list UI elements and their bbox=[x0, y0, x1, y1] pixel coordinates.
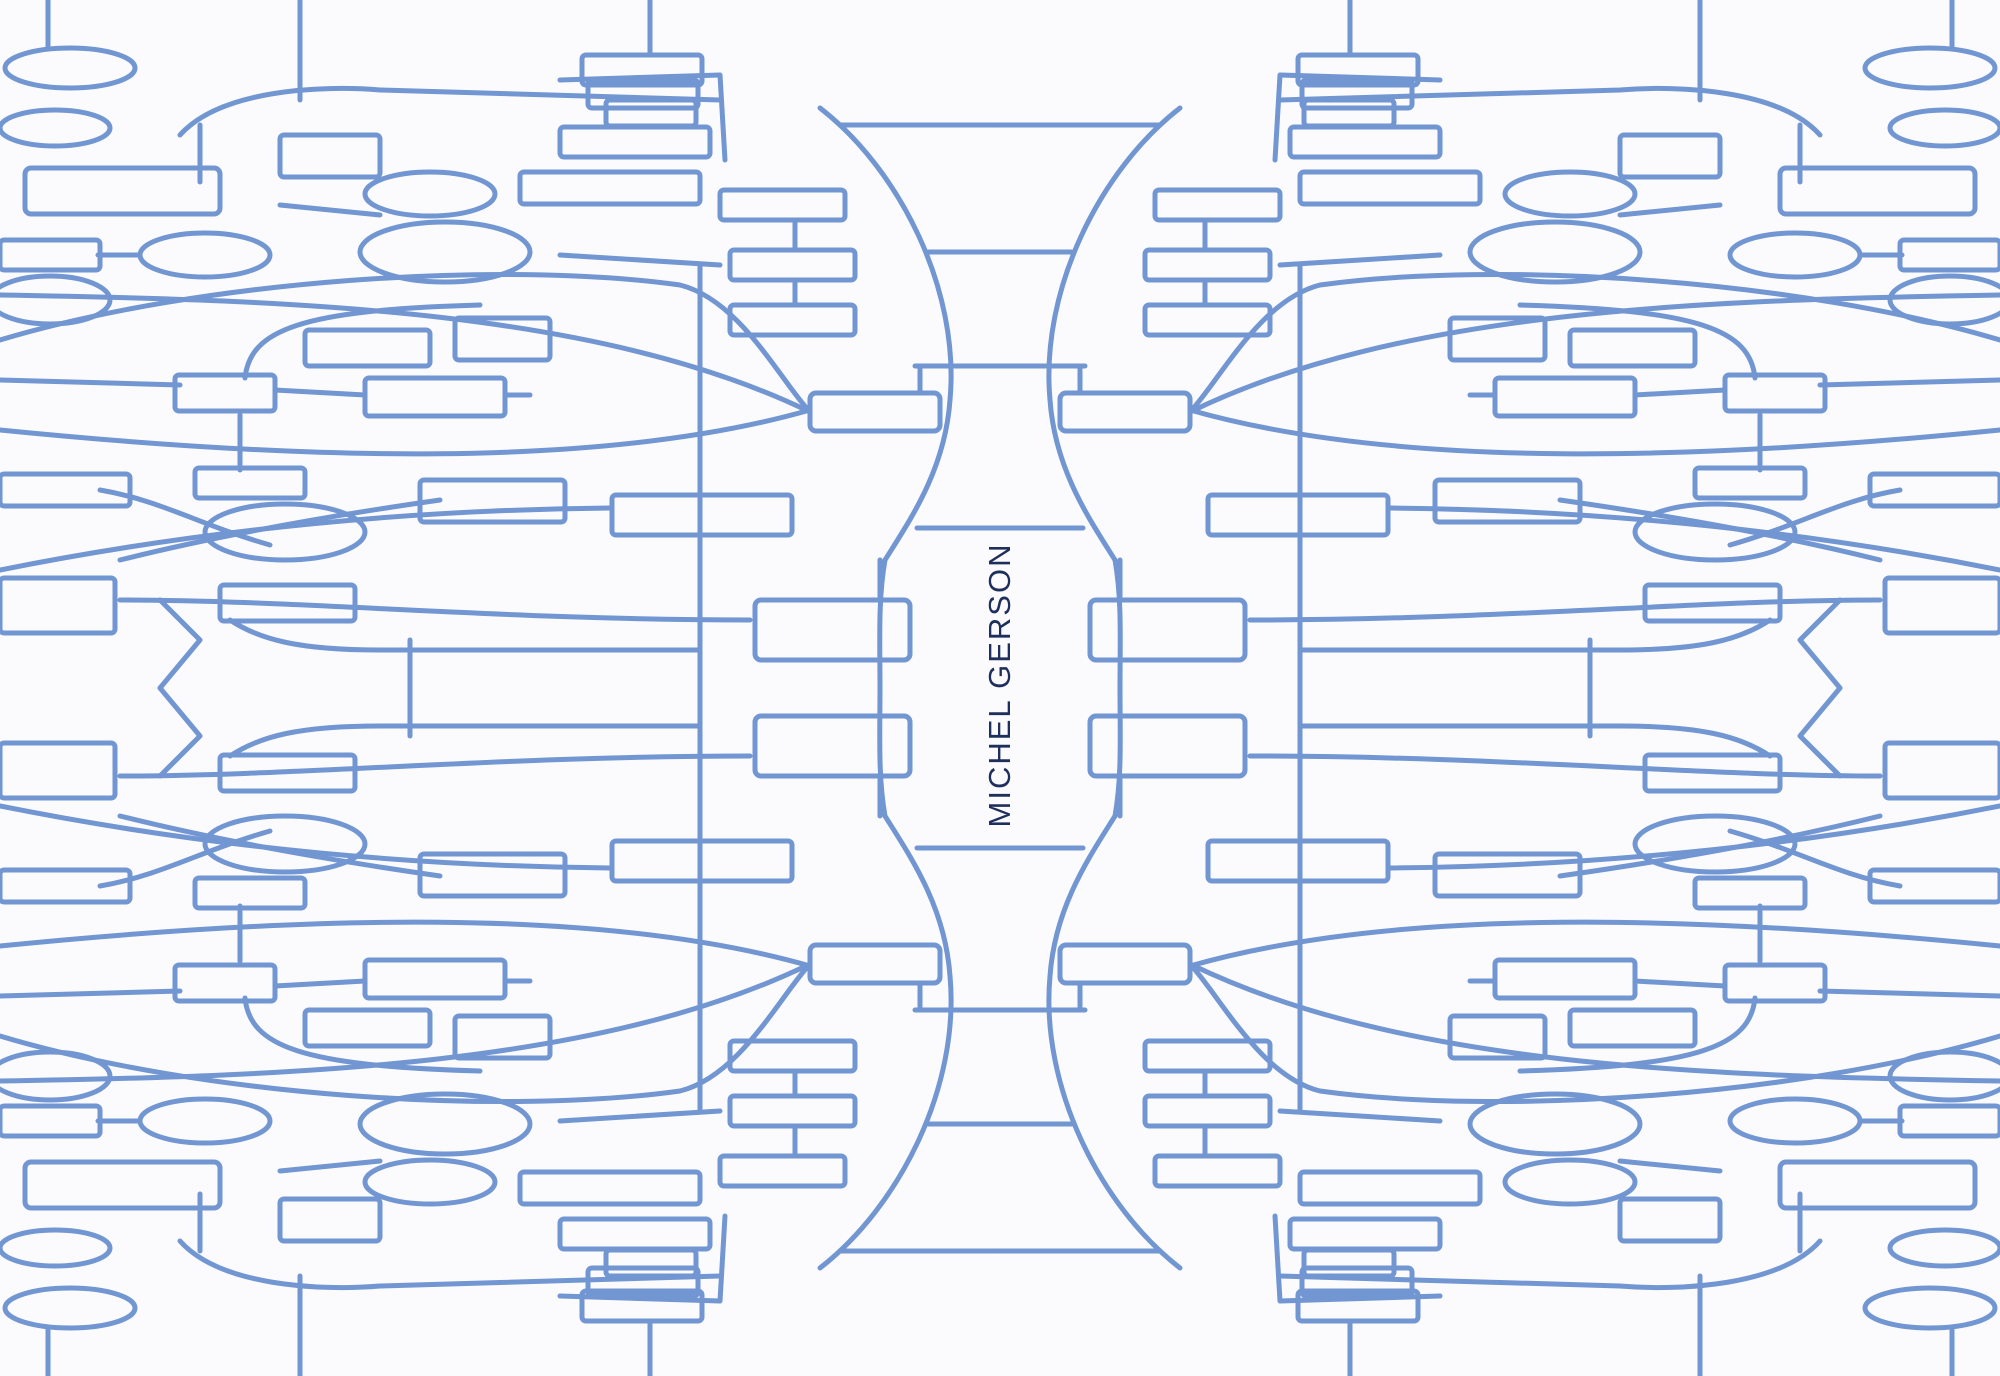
drawing-quadrant-top-left bbox=[0, 0, 1003, 693]
drawing-quadrant-top-right bbox=[1000, 0, 2000, 690]
drawing-quadrant-bottom-right bbox=[1000, 686, 2000, 1376]
drawing-quadrant-bottom-left bbox=[0, 686, 1000, 1376]
artist-signature: MICHEL GERSON bbox=[982, 542, 1017, 828]
